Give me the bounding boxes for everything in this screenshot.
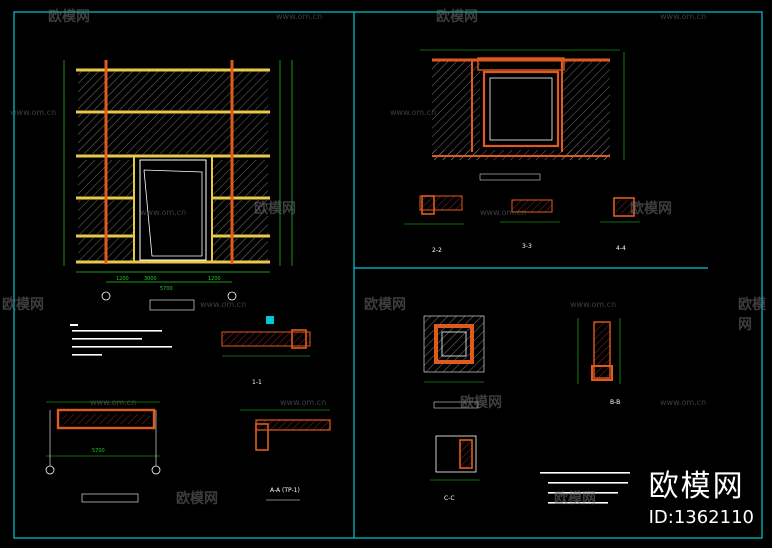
watermark-logo: 欧模网 — [2, 297, 44, 313]
watermark-logo: 欧模网 — [364, 297, 406, 313]
watermark-url: www.om.cn — [660, 12, 707, 21]
drawing-frame — [13, 11, 763, 539]
watermark-logo: 欧模网 — [254, 201, 296, 217]
watermark-logo: 欧模网 — [630, 201, 672, 217]
dim-label: 3000 — [144, 276, 157, 282]
column-section-plan — [423, 315, 485, 409]
section-label: 1-1 — [252, 379, 262, 386]
watermark-logo: 欧模网 — [436, 9, 478, 25]
watermark-logo: 欧模网 — [554, 491, 596, 507]
watermark-url: www.om.cn — [90, 398, 137, 407]
section-label: 4-4 — [616, 245, 626, 252]
section-label: 3-3 — [522, 243, 532, 250]
watermark-url: www.om.cn — [140, 208, 187, 217]
watermark-logo: 欧模网 — [460, 395, 502, 411]
watermark-url: www.om.cn — [200, 300, 247, 309]
tp1-plan: 5700 — [45, 401, 161, 503]
watermark-logo: 欧模网 — [176, 491, 218, 507]
section-label: A-A (TP-1) — [270, 487, 300, 494]
section-2-2: 2-2 — [404, 195, 464, 254]
watermark-url: www.om.cn — [390, 108, 437, 117]
brand-badge: 欧模网 ID:1362110 — [649, 461, 754, 528]
dim-label: 1200 — [116, 276, 129, 282]
notes-block — [70, 324, 172, 356]
section-c-c: C-C — [430, 435, 480, 502]
watermark-url: www.om.cn — [660, 398, 707, 407]
section-label: C-C — [444, 495, 455, 502]
elevation-drawing: 3000 1200 1200 5700 — [63, 60, 293, 311]
section-label: 2-2 — [432, 247, 442, 254]
watermark-url: www.om.cn — [280, 398, 327, 407]
dim-label: 5700 — [160, 286, 173, 292]
window-detail — [420, 49, 625, 181]
dim-label: 1200 — [208, 276, 221, 282]
watermark-logo: 欧模网 — [48, 9, 90, 25]
watermark-url: www.om.cn — [276, 12, 323, 21]
watermark-logo: 欧模网 — [738, 297, 766, 333]
section-1-1: 1-1 — [221, 316, 311, 386]
section-4-4: 4-4 — [600, 197, 640, 252]
section-b-b: B-B — [577, 318, 621, 406]
section-aa-tp1: A-A (TP-1) — [240, 409, 331, 501]
watermark-url: www.om.cn — [570, 300, 617, 309]
watermark-url: www.om.cn — [10, 108, 57, 117]
brand-name: 欧模网 — [648, 469, 745, 504]
section-3-3: 3-3 — [500, 199, 560, 250]
dim-label: 5700 — [92, 448, 105, 454]
notes-block-right — [540, 472, 630, 504]
section-label: B-B — [610, 399, 620, 406]
watermark-url: www.om.cn — [480, 208, 527, 217]
brand-id: ID:1362110 — [648, 507, 754, 528]
